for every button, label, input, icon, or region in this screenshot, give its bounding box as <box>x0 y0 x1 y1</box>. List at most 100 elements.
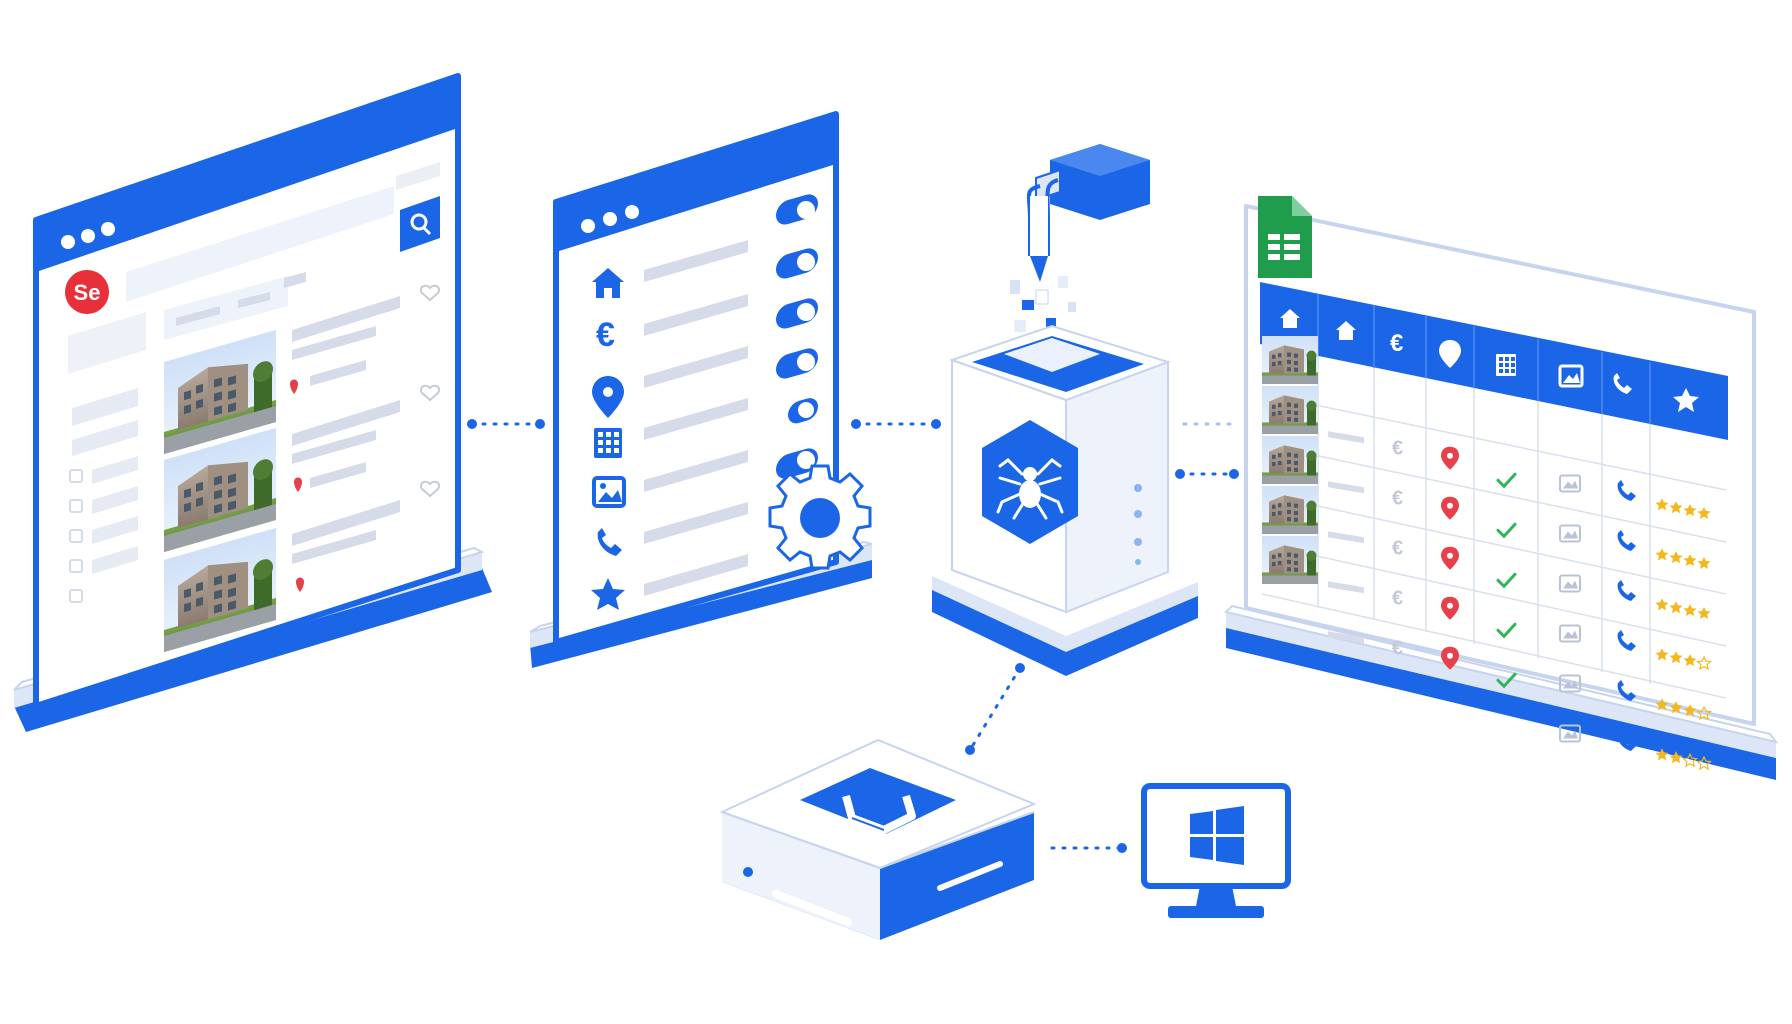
search-input[interactable] <box>126 186 394 302</box>
building-grid-cells <box>1499 357 1515 373</box>
star-icon <box>1669 751 1683 764</box>
google-sheets-icon <box>1258 196 1312 278</box>
phone-icon <box>1613 373 1632 394</box>
connector-server-to-monitor <box>1050 843 1127 853</box>
price-cell: € <box>1392 587 1403 609</box>
windows-monitor <box>1141 783 1291 918</box>
toggle-switch[interactable] <box>776 245 818 281</box>
filter-titlebar <box>556 114 836 252</box>
image-icon <box>1559 474 1581 493</box>
spider-icon <box>982 420 1078 544</box>
name-cell <box>1328 531 1364 544</box>
svg-text:Se: Se <box>74 280 101 305</box>
toggle-switch[interactable] <box>776 295 818 331</box>
star-icon <box>1697 557 1711 570</box>
field-row-location[interactable] <box>592 295 818 418</box>
image-icon <box>1559 524 1581 543</box>
price-cell: € <box>1392 537 1403 559</box>
table-row[interactable]: € <box>1328 581 1712 671</box>
star-icon <box>1682 752 1698 768</box>
listing-item[interactable] <box>164 284 440 454</box>
row-thumbnails <box>1262 336 1318 584</box>
house-icon <box>592 268 624 298</box>
star-icon <box>1673 388 1699 412</box>
search-button[interactable] <box>400 196 440 252</box>
gear-icon[interactable] <box>768 464 872 570</box>
star-icon <box>1669 651 1683 664</box>
scraper-box <box>932 144 1198 676</box>
listing-item[interactable] <box>164 384 440 552</box>
toggle-switch[interactable] <box>788 395 818 426</box>
window-dots <box>581 205 639 233</box>
table-header <box>1260 282 1728 440</box>
check-icon <box>1496 572 1517 589</box>
search-results-panel: Se <box>13 73 492 732</box>
filter-sidebar <box>68 312 146 574</box>
pin-icon <box>1439 340 1461 368</box>
filter-checkboxes[interactable] <box>69 469 83 603</box>
field-row-rating[interactable] <box>591 554 748 610</box>
toggle-switch[interactable] <box>776 345 818 381</box>
app-logo-icon <box>800 768 956 834</box>
pin-icon <box>294 477 302 492</box>
connector-scraper-to-server <box>965 663 1025 755</box>
image-icon <box>1559 624 1581 643</box>
window-dots <box>61 222 115 249</box>
star-icon <box>1655 648 1669 661</box>
name-cell <box>1328 581 1364 594</box>
check-icon <box>1496 622 1517 639</box>
house-icon <box>1336 321 1356 340</box>
field-row-building[interactable] <box>594 345 818 458</box>
field-row-price[interactable]: € <box>596 245 818 354</box>
star-icon <box>1655 698 1669 711</box>
pipe-cube-icon <box>1026 144 1150 282</box>
star-icon <box>1696 655 1712 671</box>
table-row[interactable] <box>1559 724 1712 771</box>
name-cell <box>1328 481 1364 494</box>
search-titlebar <box>36 76 458 272</box>
table-row[interactable]: € <box>1328 531 1711 620</box>
star-icon <box>1655 598 1669 611</box>
check-icon <box>1496 672 1517 689</box>
field-selection-panel: € <box>529 111 873 668</box>
table-body: €€€€€ <box>1328 431 1712 771</box>
phone-icon <box>1617 579 1636 601</box>
heart-icon[interactable] <box>420 384 440 402</box>
star-icon <box>1696 705 1712 721</box>
table-row[interactable]: € <box>1328 431 1711 520</box>
euro-icon: € <box>1390 330 1403 357</box>
star-icon <box>1683 704 1697 717</box>
house-icon <box>1280 309 1300 328</box>
status-lights <box>1134 484 1142 565</box>
image-icon <box>592 476 626 508</box>
field-row-image[interactable] <box>592 395 818 508</box>
phone-icon <box>1617 529 1636 551</box>
heart-icon[interactable] <box>420 480 440 498</box>
building-grid-icon <box>594 428 622 458</box>
star-icon <box>1655 548 1669 561</box>
table-row[interactable]: € <box>1328 481 1711 570</box>
field-row-phone[interactable] <box>597 445 818 556</box>
field-row-house[interactable] <box>592 191 818 298</box>
header-dividers <box>1317 294 1651 424</box>
connector-scraper-to-sheet <box>1175 422 1239 479</box>
star-icon <box>1669 501 1683 514</box>
price-cell: € <box>1392 487 1403 509</box>
phone-icon <box>1617 479 1636 501</box>
table-row[interactable]: € <box>1328 631 1712 721</box>
star-icon <box>1683 504 1697 517</box>
image-icon <box>1559 574 1581 593</box>
listing-item[interactable] <box>164 480 440 652</box>
toggle-switch[interactable] <box>776 191 818 227</box>
connector-search-to-filter <box>467 419 545 429</box>
pin-icon <box>296 577 304 592</box>
image-icon <box>1559 674 1581 693</box>
image-icon <box>1559 724 1581 743</box>
windows-logo-icon <box>1190 806 1244 865</box>
toggle-switch[interactable] <box>776 445 818 481</box>
phone-icon <box>597 528 622 556</box>
price-cell: € <box>1392 637 1403 659</box>
check-icon <box>1496 472 1517 489</box>
heart-icon[interactable] <box>420 284 440 302</box>
